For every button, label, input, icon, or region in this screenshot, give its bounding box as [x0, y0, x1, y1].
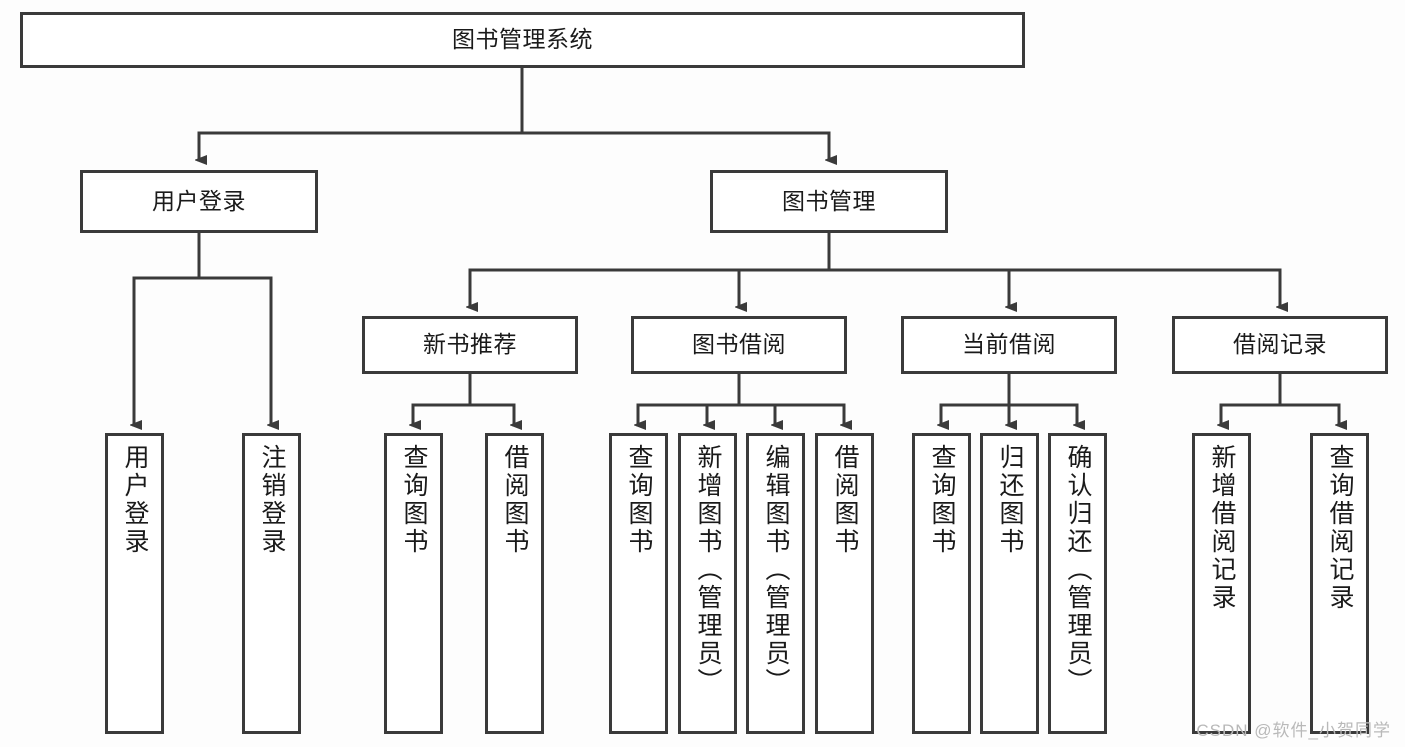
leaf-current-return-label: 归还图书 [996, 444, 1024, 556]
leaf-book-borrow-query[interactable]: 查询图书 [609, 433, 668, 734]
node-root[interactable]: 图书管理系统 [20, 12, 1025, 68]
leaf-logout[interactable]: 注销登录 [242, 433, 301, 734]
node-current-borrow-label: 当前借阅 [962, 331, 1056, 358]
node-current-borrow[interactable]: 当前借阅 [901, 316, 1117, 374]
node-user-login-label: 用户登录 [152, 187, 246, 214]
leaf-record-add[interactable]: 新增借阅记录 [1192, 433, 1251, 734]
node-book-borrow[interactable]: 图书借阅 [631, 316, 847, 374]
leaf-record-query[interactable]: 查询借阅记录 [1310, 433, 1369, 734]
leaf-user-login[interactable]: 用户登录 [105, 433, 164, 734]
leaf-current-query[interactable]: 查询图书 [912, 433, 971, 734]
leaf-current-confirm-admin[interactable]: 确认归还（管理员） [1048, 433, 1107, 734]
leaf-current-query-label: 查询图书 [928, 444, 956, 556]
leaf-new-book-query[interactable]: 查询图书 [384, 433, 443, 734]
leaf-book-add-admin[interactable]: 新增图书（管理员） [678, 433, 737, 734]
leaf-record-query-label: 查询借阅记录 [1326, 444, 1354, 612]
leaf-book-borrow-query-label: 查询图书 [625, 444, 653, 556]
node-book-management[interactable]: 图书管理 [710, 170, 948, 233]
node-root-label: 图书管理系统 [452, 26, 593, 53]
leaf-current-confirm-admin-label: 确认归还（管理员） [1064, 444, 1092, 696]
leaf-record-add-label: 新增借阅记录 [1208, 444, 1236, 612]
node-borrow-record[interactable]: 借阅记录 [1172, 316, 1388, 374]
leaf-new-book-query-label: 查询图书 [400, 444, 428, 556]
leaf-book-borrow-action-label: 借阅图书 [831, 444, 859, 556]
leaf-new-book-borrow-label: 借阅图书 [501, 444, 529, 556]
node-book-borrow-label: 图书借阅 [692, 331, 786, 358]
node-borrow-record-label: 借阅记录 [1233, 331, 1327, 358]
watermark-text: CSDN @软件_小贺同学 [1196, 721, 1391, 740]
leaf-current-return[interactable]: 归还图书 [980, 433, 1039, 734]
leaf-book-edit-admin-label: 编辑图书（管理员） [762, 444, 790, 696]
leaf-logout-label: 注销登录 [258, 444, 286, 556]
node-book-management-label: 图书管理 [782, 187, 876, 214]
node-new-book-recommend[interactable]: 新书推荐 [362, 316, 578, 374]
leaf-book-borrow-action[interactable]: 借阅图书 [815, 433, 874, 734]
leaf-book-edit-admin[interactable]: 编辑图书（管理员） [746, 433, 805, 734]
node-user-login[interactable]: 用户登录 [80, 170, 318, 233]
node-new-book-recommend-label: 新书推荐 [423, 331, 517, 358]
leaf-new-book-borrow[interactable]: 借阅图书 [485, 433, 544, 734]
leaf-book-add-admin-label: 新增图书（管理员） [694, 444, 722, 696]
leaf-user-login-label: 用户登录 [121, 444, 149, 556]
